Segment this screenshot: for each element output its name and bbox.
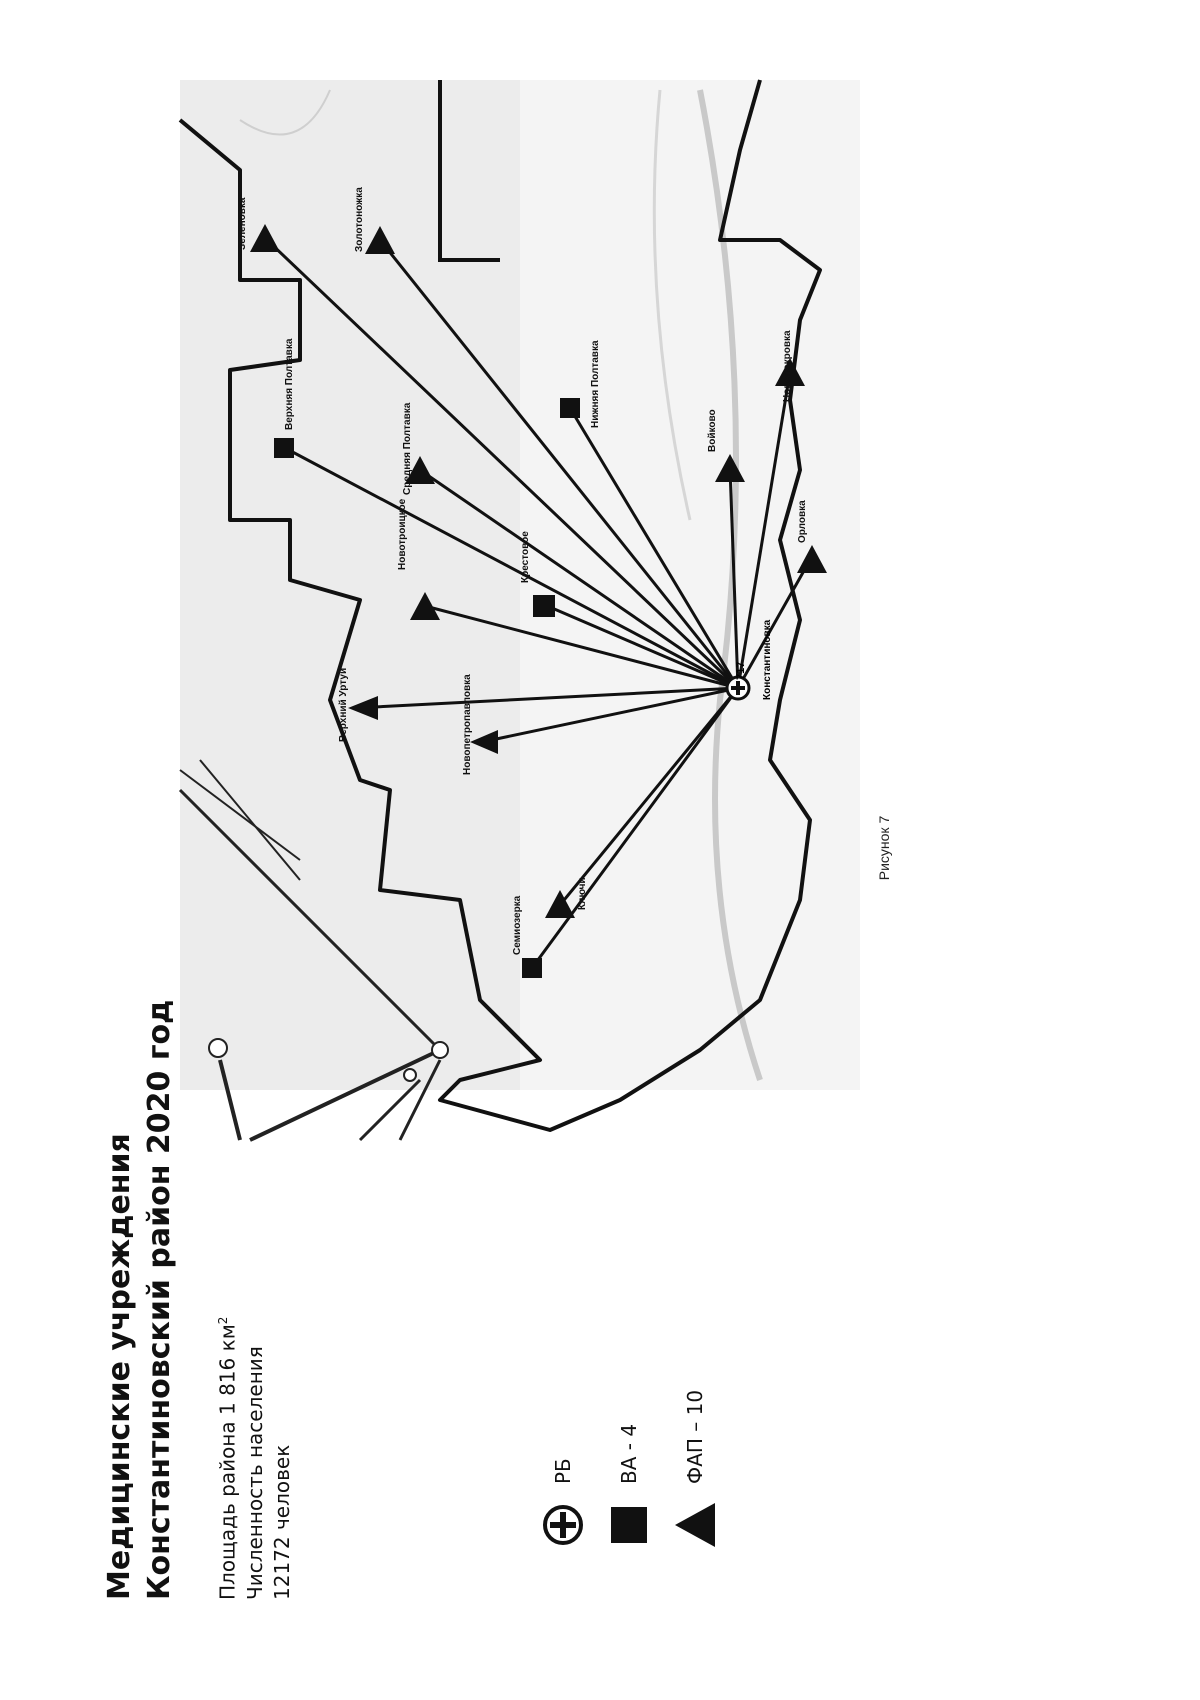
map-title: Медицинские учреждения Константиновский … bbox=[100, 900, 180, 1600]
square-icon bbox=[560, 398, 580, 418]
legend-label-rb: РБ bbox=[551, 1458, 575, 1484]
triangle-icon bbox=[715, 454, 745, 482]
place-label: Ключи bbox=[577, 877, 588, 910]
square-icon bbox=[274, 438, 294, 458]
place-label: Верхняя Полтавка bbox=[284, 338, 295, 430]
place-label: Нижняя Полтавка bbox=[590, 340, 601, 428]
hub-hospital bbox=[725, 675, 751, 701]
triangle-icon bbox=[670, 1500, 720, 1550]
triangle-icon bbox=[797, 545, 827, 573]
spoke-zolotonozhka bbox=[378, 239, 740, 689]
square-icon bbox=[522, 958, 542, 978]
legend-label-fap: ФАП – 10 bbox=[683, 1389, 707, 1484]
spoke-nizhnyaya-poltavka bbox=[568, 407, 740, 689]
spoke-krestovoe bbox=[544, 603, 739, 690]
place-label: Новопетропавловка bbox=[462, 674, 473, 775]
spoke-novopetropavlovka bbox=[481, 686, 739, 744]
triangle-icon bbox=[250, 224, 280, 252]
spoke-verkhnyaya-poltavka bbox=[284, 446, 739, 690]
district-stats: Площадь района 1 816 км2 Численность нас… bbox=[210, 900, 296, 1600]
facility-markers bbox=[250, 224, 827, 978]
triangle-icon bbox=[775, 358, 805, 386]
population-label: Численность населения bbox=[242, 1346, 267, 1600]
area-unit-sup: 2 bbox=[216, 1316, 230, 1325]
hub-label: Константиновка bbox=[762, 619, 773, 700]
place-label: Семиозерка bbox=[512, 895, 523, 955]
legend-label-va: ВА - 4 bbox=[617, 1423, 641, 1484]
area-label: Площадь района 1 816 км bbox=[215, 1324, 240, 1600]
place-label: Средняя Полтавка bbox=[402, 402, 413, 495]
figure-caption: Рисунок 7 bbox=[876, 815, 893, 881]
legend-item-rb: РБ bbox=[530, 1390, 596, 1550]
triangle-icon bbox=[348, 696, 378, 720]
spoke-novotroitskoe bbox=[424, 604, 739, 690]
spoke-klyuchi bbox=[558, 687, 740, 906]
square-icon bbox=[604, 1500, 654, 1550]
triangle-icon bbox=[545, 890, 575, 918]
spoke-novopokrovka bbox=[736, 371, 792, 689]
spoke-voykovo bbox=[728, 467, 740, 689]
triangle-icon bbox=[410, 592, 440, 620]
hub-number: 717 bbox=[735, 662, 747, 680]
place-label: Новотроицкое bbox=[397, 498, 408, 570]
place-label: Крестовое bbox=[520, 531, 531, 583]
spoke-semiozerka bbox=[530, 687, 740, 969]
place-label: Золотоножка bbox=[354, 187, 365, 252]
place-label: Войково bbox=[707, 409, 718, 452]
spoke-zelenovka bbox=[263, 236, 740, 690]
title-legend-block: Медицинские учреждения Константиновский … bbox=[100, 900, 740, 1600]
district-boundary bbox=[178, 79, 822, 1132]
place-label: Новопокровка bbox=[782, 330, 793, 402]
title-line-1: Медицинские учреждения bbox=[102, 1133, 137, 1600]
square-icon bbox=[533, 595, 555, 617]
internal-boundary bbox=[438, 80, 500, 262]
spoke-srednyaya-poltavka bbox=[419, 468, 739, 690]
neighbour-connections bbox=[178, 759, 449, 1142]
hub-spokes bbox=[263, 236, 812, 969]
triangle-icon bbox=[470, 730, 498, 754]
triangle-icon bbox=[405, 456, 435, 484]
map-legend: РБ ВА - 4 ФАП – 10 bbox=[530, 1390, 728, 1550]
place-label: Верхний Уртуй bbox=[338, 668, 349, 742]
population-value: 12172 человек bbox=[269, 1444, 294, 1600]
title-line-2: Константиновский район 2020 год bbox=[142, 999, 177, 1600]
place-label: Зеленовка bbox=[237, 197, 248, 250]
place-label: Орловка bbox=[797, 500, 808, 543]
triangle-icon bbox=[365, 226, 395, 254]
spoke-orlovka bbox=[736, 559, 812, 689]
legend-item-fap: ФАП – 10 bbox=[662, 1390, 728, 1550]
area-stat: Площадь района 1 816 км2 bbox=[210, 900, 242, 1600]
cross-circle-icon bbox=[538, 1500, 588, 1550]
spoke-verkhniy-urtuy bbox=[354, 686, 739, 710]
legend-item-va: ВА - 4 bbox=[596, 1390, 662, 1550]
